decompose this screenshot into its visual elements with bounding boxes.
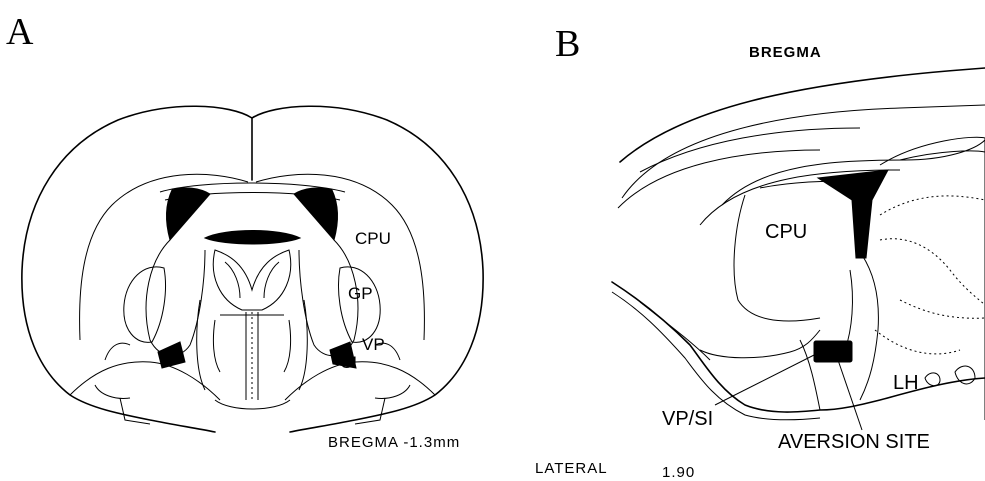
label-vp-si: VP/SI (662, 408, 713, 430)
pointer-vp-si (715, 352, 820, 405)
aversion-site-box (814, 341, 852, 362)
label-bregma-b: BREGMA (749, 44, 822, 61)
label-vp: VP (362, 335, 385, 354)
label-aversion-site: AVERSION SITE (778, 431, 930, 453)
ventral-surface-b (612, 282, 985, 412)
cortex-layer (622, 105, 985, 198)
label-si: SI (341, 353, 357, 372)
label-cpu-a: CPU (355, 229, 391, 248)
dorsal-surface (620, 68, 985, 162)
thalamus (213, 250, 290, 310)
globus-pallidus-right (339, 267, 381, 343)
pointer-aversion-site (838, 360, 862, 430)
striatum-left (146, 240, 205, 356)
globus-pallidus-left (124, 267, 166, 343)
panel-a-letter: A (6, 11, 34, 53)
label-lh: LH (893, 372, 919, 394)
label-cpu-b: CPU (765, 221, 807, 243)
panel-a: A CPU GP VP (6, 11, 483, 451)
caption-lateral-value: 1.90 (662, 464, 695, 481)
caption-bregma-a: BREGMA -1.3mm (328, 434, 460, 451)
label-gp: GP (348, 284, 373, 303)
panel-b-letter: B (555, 23, 580, 65)
lateral-ventricle-b (818, 170, 888, 258)
caption-lateral-label: LATERAL (535, 460, 608, 477)
striatum-b (734, 195, 820, 321)
panel-b: B BREGMA (535, 23, 985, 481)
third-ventricle-top (205, 231, 300, 245)
lateral-ventricle-left (166, 188, 210, 240)
lateral-ventricle-right (294, 188, 338, 240)
